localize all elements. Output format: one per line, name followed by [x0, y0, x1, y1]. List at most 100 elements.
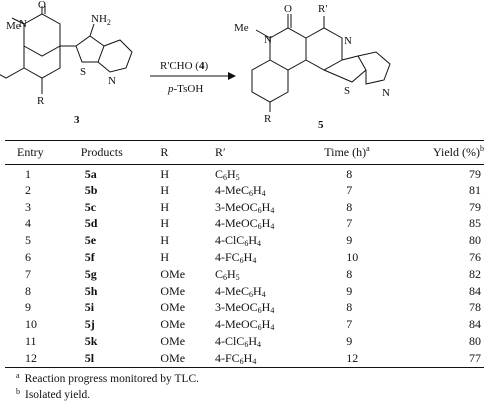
- cell-time: 8: [346, 199, 353, 214]
- cell-time: 7: [346, 317, 353, 332]
- table-top-rule: [5, 140, 484, 141]
- r-prime-label: R': [318, 3, 327, 15]
- reagent-label: R'CHO (4): [160, 60, 208, 72]
- cell-yield: 79: [469, 199, 481, 214]
- arrow-head-icon: [228, 72, 236, 80]
- cell-product: 5l: [84, 350, 95, 365]
- cell-time: 8: [346, 300, 353, 315]
- reaction-scheme: Me O N R NH2 S N 3 R'CHO (4) p-TsOH Me O…: [0, 0, 391, 131]
- cell-yield: 76: [469, 250, 481, 265]
- cell-yield: 81: [469, 182, 481, 197]
- cell-entry: 9: [25, 300, 31, 315]
- cell-r: H: [160, 216, 170, 231]
- compound-5-label: 5: [318, 119, 324, 131]
- cell-yield: 77: [469, 350, 481, 365]
- nh2-label: NH2: [91, 13, 111, 27]
- cell-product: 5k: [84, 334, 98, 349]
- cell-r: OMe: [160, 266, 186, 281]
- starting-material-3-structure: [0, 6, 133, 94]
- table-header-row: Entry Products R R′ Time (h)a Yield (%)b: [5, 141, 484, 164]
- cell-yield: 82: [469, 266, 481, 281]
- table-bottom-rule: [5, 367, 484, 368]
- cell-entry: 1: [25, 167, 31, 181]
- cell-rprime: C6H5: [214, 266, 240, 282]
- cell-rprime: 4-FC6H4: [214, 350, 257, 366]
- cell-product: 5h: [84, 283, 98, 298]
- table-row: 2 5b H 4-MeC6H4 7 81: [5, 182, 484, 199]
- cell-rprime: 4-MeC6H4: [214, 182, 266, 198]
- ring-n-label-product: N: [264, 34, 272, 46]
- cell-product: 5g: [84, 266, 97, 281]
- cell-yield: 79: [469, 167, 481, 181]
- r-label-sm: R: [37, 95, 45, 107]
- cell-r: OMe: [160, 283, 186, 298]
- ring-s-label-sm: S: [80, 66, 86, 78]
- cell-rprime: 4-ClC6H4: [214, 334, 261, 350]
- cell-time: 7: [346, 182, 353, 197]
- ring-n-label-sm: N: [19, 18, 27, 30]
- cell-product: 5f: [84, 250, 95, 265]
- cell-rprime: C6H5: [214, 167, 240, 182]
- ring-s-label-product: S: [344, 85, 350, 97]
- cell-entry: 6: [25, 250, 31, 265]
- cell-r: H: [160, 182, 170, 197]
- product-5-structure: [251, 14, 391, 112]
- cell-yield: 84: [469, 283, 481, 298]
- cell-r: H: [160, 167, 170, 181]
- cell-r: H: [160, 199, 170, 214]
- cell-product: 5b: [84, 182, 98, 197]
- cell-r: OMe: [160, 334, 186, 349]
- cell-r: OMe: [160, 317, 186, 332]
- header-r: R: [160, 145, 169, 159]
- cell-product: 5c: [84, 199, 97, 214]
- oxo-label-sm: O: [38, 0, 46, 11]
- cell-product: 5d: [84, 216, 98, 231]
- header-time: Time (h)a: [324, 144, 370, 160]
- cell-time: 8: [346, 266, 353, 281]
- terminal-n-label-product: N: [382, 87, 390, 99]
- catalyst-label: p-TsOH: [167, 83, 203, 95]
- table-row: 4 5d H 4-MeOC6H4 7 85: [5, 216, 484, 233]
- cell-entry: 10: [25, 317, 37, 332]
- header-rprime: R′: [214, 145, 226, 159]
- cell-time: 7: [346, 216, 353, 231]
- cell-time: 8: [346, 167, 353, 181]
- cell-rprime: 4-MeOC6H4: [214, 216, 275, 232]
- cell-entry: 2: [25, 182, 31, 197]
- pyridine-n-label-product: N: [344, 35, 352, 47]
- cell-entry: 4: [25, 216, 31, 231]
- cell-time: 9: [346, 283, 353, 298]
- header-yield: Yield (%)b: [433, 144, 484, 160]
- cell-time: 9: [346, 233, 353, 248]
- compound-3-label: 3: [74, 114, 80, 126]
- cell-time: 10: [346, 250, 359, 265]
- cell-product: 5j: [84, 317, 95, 332]
- cell-r: H: [160, 233, 170, 248]
- cell-product: 5e: [84, 233, 97, 248]
- methyl-label-sm: Me: [6, 20, 21, 32]
- cell-yield: 85: [469, 216, 481, 231]
- pyridine-n-label-sm: N: [108, 75, 116, 87]
- table-row: 10 5j OMe 4-MeOC6H4 7 84: [5, 316, 484, 333]
- header-entry: Entry: [17, 145, 44, 159]
- cell-r: OMe: [160, 300, 186, 315]
- cell-entry: 3: [25, 199, 31, 214]
- cell-entry: 11: [25, 334, 37, 349]
- cell-rprime: 3-MeOC6H4: [214, 199, 275, 215]
- cell-rprime: 3-MeOC6H4: [214, 300, 275, 316]
- cell-entry: 12: [25, 350, 37, 365]
- cell-rprime: 4-MeOC6H4: [214, 317, 275, 333]
- cell-entry: 8: [25, 283, 31, 298]
- r-label-product: R: [264, 113, 272, 125]
- cell-yield: 84: [469, 317, 481, 332]
- cell-yield: 80: [469, 233, 481, 248]
- results-table: Entry Products R R′ Time (h)a Yield (%)b…: [5, 141, 484, 367]
